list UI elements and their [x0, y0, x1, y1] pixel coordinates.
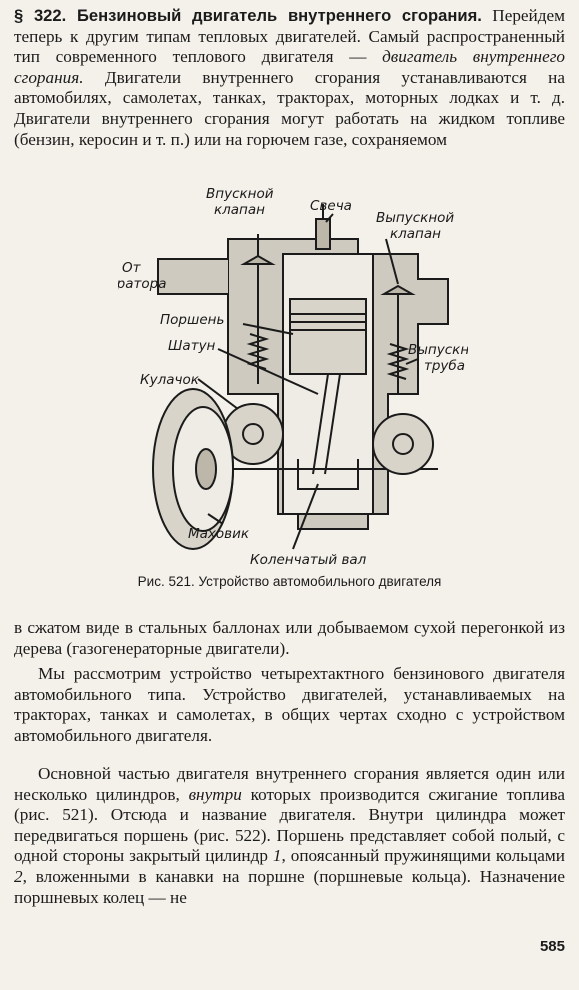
p4-number-2: 2	[14, 866, 23, 886]
label-from-carb-2: карбюратора	[118, 276, 167, 292]
page-number: 585	[539, 938, 565, 955]
label-exhaust-pipe-1: Выпускная	[408, 342, 468, 358]
section-paragraph: § 322. Бензиновый двигатель внутреннего …	[14, 6, 565, 150]
label-exhaust-pipe-2: труба	[424, 358, 465, 374]
label-intake-valve-2: клапан	[214, 202, 265, 218]
label-exhaust-valve-2: клапан	[390, 226, 441, 242]
paragraph-cylinder: Основной частью двигателя внутреннего сг…	[14, 764, 565, 908]
p4-emphasis: внутри	[188, 784, 242, 804]
p4-text-b: которых производится сжигание топлива (р…	[14, 784, 565, 866]
paragraph-continuation: в сжатом виде в стальных баллонах или до…	[14, 618, 565, 658]
label-exhaust-valve-1: Выпускной	[376, 210, 454, 226]
engine-figure: Впускной клапан Свеча Выпускной клапан О…	[72, 184, 486, 574]
figure-caption: Рис. 521. Устройство автомобильного двиг…	[137, 574, 442, 589]
section-text-b: Двигатели внутреннего сгорания устанавли…	[14, 67, 565, 149]
section-text-a: Перейдем теперь к другим типам тепловых …	[14, 6, 565, 67]
label-crankshaft: Коленчатый вал	[250, 552, 367, 568]
p4-number-1: 1	[272, 846, 282, 866]
paragraph-four-stroke: Мы рассмотрим устройство четырехтактного…	[14, 664, 565, 745]
label-from-carb-1: От	[122, 260, 142, 276]
p4-text-d: , вложенными в канавки на поршне (поршне…	[14, 866, 565, 907]
section-text-emphasis: двигатель внутреннего сгорания.	[14, 47, 566, 87]
label-intake-valve-1: Впускной	[206, 186, 274, 202]
label-cam: Кулачок	[140, 372, 200, 388]
p4-text-c: , опоясанный пружинящими кольцами	[281, 846, 565, 866]
engine-diagram: Впускной клапан Свеча Выпускной клапан О…	[72, 186, 486, 568]
label-conrod: Шатун	[168, 338, 216, 354]
label-spark-plug: Свеча	[310, 198, 352, 214]
p4-text-a: Основной частью двигателя внутреннего сг…	[14, 764, 565, 804]
label-flywheel: Маховик	[188, 526, 250, 542]
section-heading: § 322. Бензиновый двигатель внутреннего …	[14, 6, 482, 25]
label-piston: Поршень	[160, 312, 224, 328]
